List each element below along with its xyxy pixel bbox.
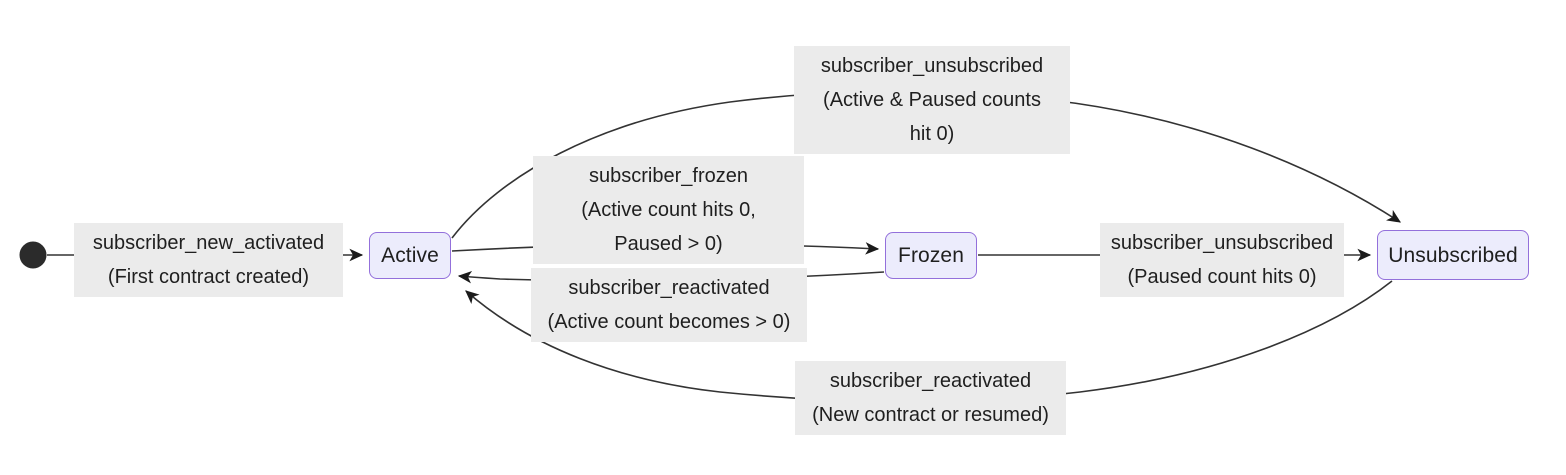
edge-label-condition: (Active count becomes > 0) [547,311,791,333]
edge-label-unsubscribed-to-active: subscriber_reactivated (New contract or … [795,361,1066,435]
edge-label-event: subscriber_new_activated [92,232,325,254]
edge-label-condition-line-2: Paused > 0) [614,233,723,255]
start-node [19,241,47,269]
edge-label-active-to-unsubscribed: subscriber_unsubscribed (Active & Paused… [794,46,1070,154]
edge-label-condition-line-1: (Active count hits 0, [581,199,756,221]
state-node-unsubscribed-label: Unsubscribed [1388,243,1518,267]
edge-label-condition-line-2: hit 0) [909,123,955,145]
edge-label-event: subscriber_unsubscribed [820,55,1044,77]
edge-label-event: subscriber_unsubscribed [1110,232,1334,254]
edge-label-condition: (First contract created) [107,266,310,288]
edge-label-frozen-to-unsubscribed: subscriber_unsubscribed (Paused count hi… [1100,223,1344,297]
edge-label-event: subscriber_reactivated [568,277,770,299]
state-node-frozen[interactable]: Frozen [885,232,977,279]
state-node-active[interactable]: Active [369,232,451,279]
edge-label-event: subscriber_frozen [589,165,748,187]
edge-label-frozen-to-active: subscriber_reactivated (Active count bec… [531,268,807,342]
state-node-active-label: Active [381,244,439,267]
state-node-frozen-label: Frozen [898,244,964,267]
edge-label-condition: (Paused count hits 0) [1127,266,1317,288]
edge-label-condition: (New contract or resumed) [812,404,1049,426]
edge-label-event: subscriber_reactivated [829,370,1032,392]
edge-label-active-to-frozen: subscriber_frozen (Active count hits 0, … [533,156,804,264]
edge-label-condition-line-1: (Active & Paused counts [823,89,1041,111]
state-node-unsubscribed[interactable]: Unsubscribed [1377,230,1529,280]
edge-label-start-to-active: subscriber_new_activated (First contract… [74,223,343,297]
